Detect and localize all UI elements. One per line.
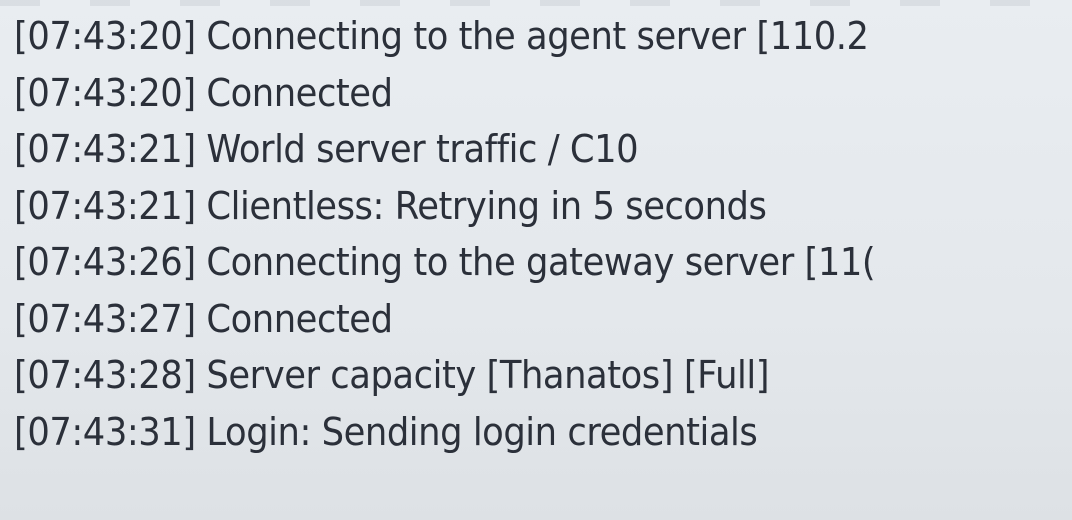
- window-top-edge: [0, 0, 1072, 6]
- log-timestamp: [07:43:31]: [14, 409, 196, 454]
- log-timestamp: [07:43:20]: [14, 14, 196, 58]
- log-line: [07:43:20] Connecting to the agent serve…: [14, 8, 875, 65]
- log-message: Login: Sending login credentials: [206, 409, 758, 454]
- log-message: Connecting to the agent server [110.2: [206, 14, 869, 58]
- log-line: [07:43:21] Clientless: Retrying in 5 sec…: [14, 178, 875, 235]
- log-message: Clientless: Retrying in 5 seconds: [206, 183, 767, 228]
- log-line: [07:43:31] Login: Sending login credenti…: [14, 404, 875, 461]
- log-timestamp: [07:43:27]: [14, 296, 196, 341]
- log-line: [07:43:26] Connecting to the gateway ser…: [14, 234, 876, 291]
- log-line: [07:43:27] Connected: [14, 291, 875, 348]
- log-timestamp: [07:43:20]: [14, 70, 196, 115]
- log-message: Server capacity [Thanatos] [Full]: [206, 353, 770, 397]
- log-message: Connecting to the gateway server [11(: [206, 240, 876, 284]
- log-output: [07:43:20] Connecting to the agent serve…: [14, 8, 876, 461]
- log-timestamp: [07:43:28]: [14, 353, 196, 397]
- log-timestamp: [07:43:21]: [14, 183, 196, 228]
- log-message: Connected: [206, 296, 393, 341]
- log-line: [07:43:21] World server traffic / C10: [14, 121, 875, 178]
- log-timestamp: [07:43:21]: [14, 127, 196, 171]
- log-message: World server traffic / C10: [206, 127, 639, 171]
- log-timestamp: [07:43:26]: [14, 240, 196, 284]
- log-message: Connected: [206, 70, 393, 115]
- log-line: [07:43:20] Connected: [14, 65, 875, 122]
- log-line: [07:43:28] Server capacity [Thanatos] [F…: [14, 347, 875, 404]
